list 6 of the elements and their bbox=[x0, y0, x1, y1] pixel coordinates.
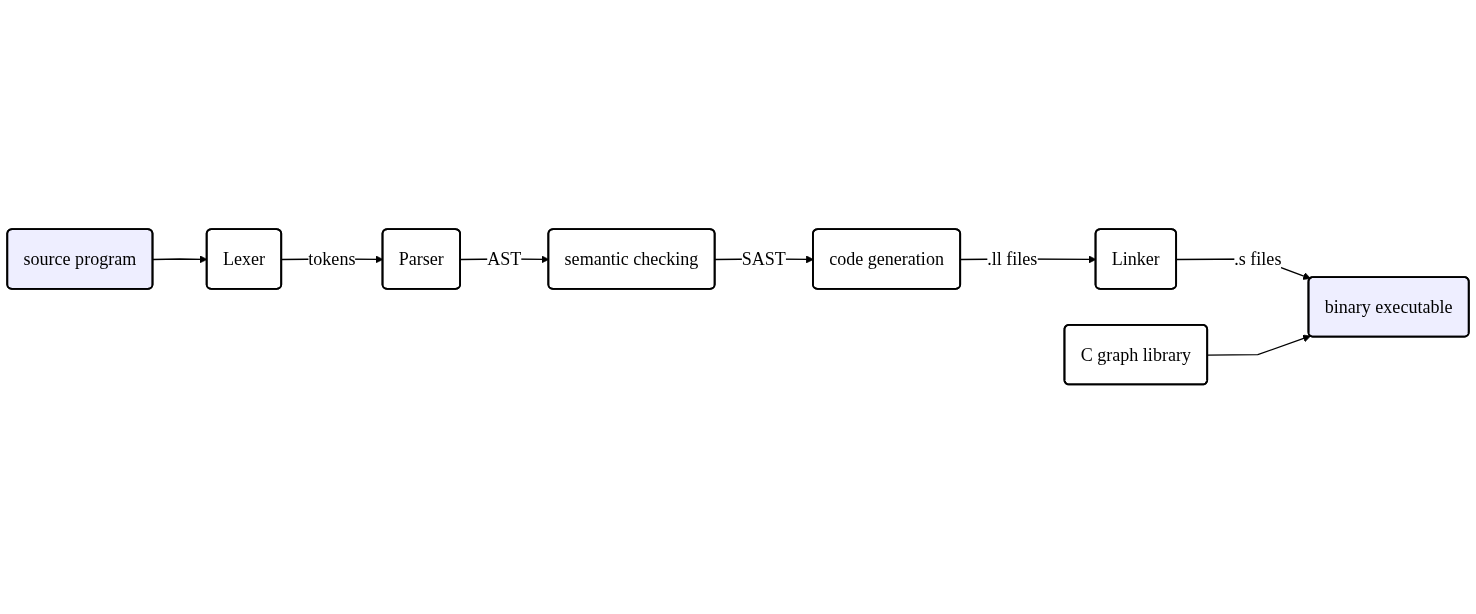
arrow bbox=[1207, 334, 1311, 356]
edge-label: AST bbox=[487, 249, 522, 270]
edge-label: .ll files bbox=[987, 249, 1038, 270]
edge-label: tokens bbox=[308, 249, 356, 270]
edge-label: SAST bbox=[741, 249, 786, 270]
edge-label: .s files bbox=[1234, 249, 1282, 270]
